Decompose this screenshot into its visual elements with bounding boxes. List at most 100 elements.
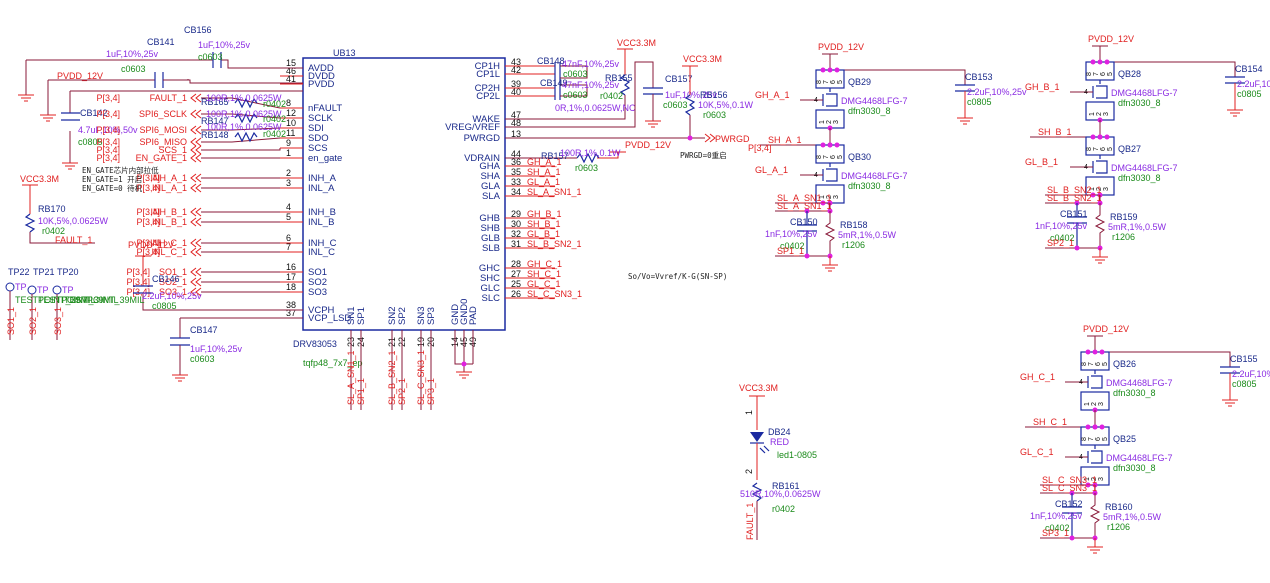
rb155-fp: r0402 bbox=[600, 91, 623, 101]
offpage-connector-icon bbox=[190, 238, 202, 248]
fet-pin-number: 2 bbox=[826, 120, 833, 124]
junction-dot bbox=[827, 142, 833, 148]
cb147-value: 1uF,10%,25v bbox=[190, 344, 243, 354]
ic-pin-number: 13 bbox=[511, 129, 521, 139]
bulk-cap-value: 2.2uF,10%,25v bbox=[1232, 369, 1270, 379]
phase-c: PVDD_12VCB1552.2uF,10%,25vc080587654123Q… bbox=[1020, 324, 1270, 554]
net-label: SH_B_1 bbox=[527, 219, 561, 229]
gate-net-label: GH_A_1 bbox=[755, 90, 790, 100]
ic-pin-name: AVDD bbox=[308, 63, 334, 74]
fet-pin-number: 6 bbox=[830, 80, 837, 84]
net-label: GH_B_1 bbox=[527, 209, 562, 219]
net-label: INH_C_1 bbox=[150, 238, 187, 248]
mosfet-ref: QB26 bbox=[1113, 359, 1136, 369]
fet-pin-number: 1 bbox=[1089, 112, 1096, 116]
mosfet-part: DMG4468LFG-7 bbox=[1111, 163, 1178, 173]
fet-pin-number: 8 bbox=[1086, 147, 1093, 151]
junction-dot bbox=[1090, 134, 1096, 140]
rb148-ref: RB148 bbox=[201, 130, 229, 140]
rb147-ref: RB147 bbox=[201, 116, 229, 126]
net-label: SL_B_SN2_1 bbox=[387, 350, 397, 405]
pvdd-label-vdrain: PVDD_12V bbox=[625, 140, 671, 150]
ic-pin-name: GLA bbox=[481, 181, 501, 192]
fet-pin-number: 3 bbox=[1103, 187, 1110, 191]
offpage-connector-icon bbox=[190, 267, 202, 277]
offpage-connector-icon bbox=[190, 109, 202, 119]
rb156-value: 10K,5%,0.1W bbox=[698, 100, 754, 110]
ic-pin-number: 6 bbox=[286, 233, 291, 243]
ic-pin-name: SDI bbox=[308, 123, 324, 134]
cb146-fp: c0805 bbox=[152, 301, 177, 311]
gate-net-label: GL_C_1 bbox=[1020, 447, 1054, 457]
page-ref: P[3,4] bbox=[96, 137, 120, 147]
ic-pin-name: WAKE bbox=[472, 114, 500, 125]
fet-pin-number: 3 bbox=[1098, 402, 1105, 406]
avdd-dvdd-decoupling: CB141 1uF,10%,25v c0603 CB156 1uF,10%,25… bbox=[18, 25, 303, 170]
fet-pin-number: 6 bbox=[1095, 362, 1102, 366]
tp20[interactable]: TP20 TP SO3_1 bbox=[52, 267, 79, 340]
net-label: SP1_1 bbox=[356, 378, 366, 405]
rb170-fp: r0402 bbox=[42, 226, 65, 236]
vcc-label: VCC3.3M bbox=[20, 174, 59, 184]
mosfet-footprint: dfn3030_8 bbox=[1113, 388, 1156, 398]
bulk-cap-fp: c0805 bbox=[967, 97, 992, 107]
net-label: SO1_1 bbox=[159, 267, 187, 277]
page-ref: P[3,4] bbox=[136, 217, 160, 227]
fet-pin-number: 2 bbox=[1096, 187, 1103, 191]
offpage-connector-icon bbox=[190, 145, 202, 155]
junction-dot bbox=[1092, 349, 1098, 355]
ic-pin-name: SLB bbox=[482, 243, 500, 254]
tp22[interactable]: TP22 TP SO1_1 bbox=[5, 267, 30, 340]
gate-net-label: GH_B_1 bbox=[1025, 82, 1060, 92]
db24-ref: DB24 bbox=[768, 427, 791, 437]
svg-text:SO1_1: SO1_1 bbox=[6, 307, 16, 335]
offpage-connector-icon bbox=[190, 153, 202, 163]
net-label: SO3_1 bbox=[159, 287, 187, 297]
fet-pin-number: 2 bbox=[826, 195, 833, 199]
switch-node-label: SH_A_1 bbox=[768, 135, 802, 145]
ic-pin-number: 43 bbox=[511, 57, 521, 67]
pvdd-label: PVDD_12V bbox=[57, 71, 103, 81]
svg-text:TP22: TP22 bbox=[8, 267, 30, 277]
cb142-value: 4.7uF,10%,50v bbox=[78, 125, 138, 135]
tp21[interactable]: TP21 TP SO2_1 bbox=[27, 267, 55, 340]
net-label: INL_B_1 bbox=[152, 217, 187, 227]
junction-dot bbox=[834, 67, 840, 73]
vcp-lsd-cap: CB147 1uF,10%,25v c0603 bbox=[170, 317, 303, 382]
gate-net-label: GL_B_1 bbox=[1025, 157, 1058, 167]
ic-pin-number: 35 bbox=[511, 167, 521, 177]
note-current-sense-formula: So/Vo=Vvref/K-G(SN-SP) bbox=[628, 272, 727, 281]
fet-pin-number: 6 bbox=[1100, 72, 1107, 76]
ic-pin-number: 3 bbox=[286, 178, 291, 188]
fet-pin-number: 8 bbox=[1081, 437, 1088, 441]
mosfet-icon bbox=[822, 88, 838, 107]
ic-pin-number: 32 bbox=[511, 229, 521, 239]
ic-part: DRV83053 bbox=[293, 339, 337, 349]
cb156-fp: c0603 bbox=[198, 52, 223, 62]
note-en-gate-pulldown: EN_GATE芯片内部拉低 bbox=[82, 165, 159, 175]
junction-dot bbox=[1097, 134, 1103, 140]
fet-pin-number: 5 bbox=[1107, 147, 1114, 151]
shunt-value: 5mR,1%,0.5W bbox=[838, 230, 897, 240]
ground-symbol bbox=[957, 91, 973, 125]
vcc-label-led: VCC3.3M bbox=[739, 383, 778, 393]
fet-pin-number: 3 bbox=[833, 195, 840, 199]
mosfet-icon bbox=[1087, 445, 1103, 464]
page-ref: P[3,4] bbox=[136, 183, 160, 193]
cb149-value: 47nF,10%,25v bbox=[562, 80, 620, 90]
fet-pin-number: 5 bbox=[837, 80, 844, 84]
ic-pin-number: 28 bbox=[511, 259, 521, 269]
ic-pin-name: VCPH bbox=[308, 305, 335, 316]
ic-ground bbox=[454, 330, 474, 379]
ic-ref: UB13 bbox=[333, 48, 356, 58]
ic-pin-name: GHC bbox=[479, 263, 500, 274]
ic-pin-number: 42 bbox=[511, 65, 521, 75]
bulk-cap-value: 2.2uF,10%,25v bbox=[967, 87, 1027, 97]
ic-pin-number: 46 bbox=[286, 66, 296, 76]
page-ref: P[3,4] bbox=[136, 247, 160, 257]
ic-pin-number: 25 bbox=[511, 279, 521, 289]
ic-pin-number: 30 bbox=[511, 219, 521, 229]
